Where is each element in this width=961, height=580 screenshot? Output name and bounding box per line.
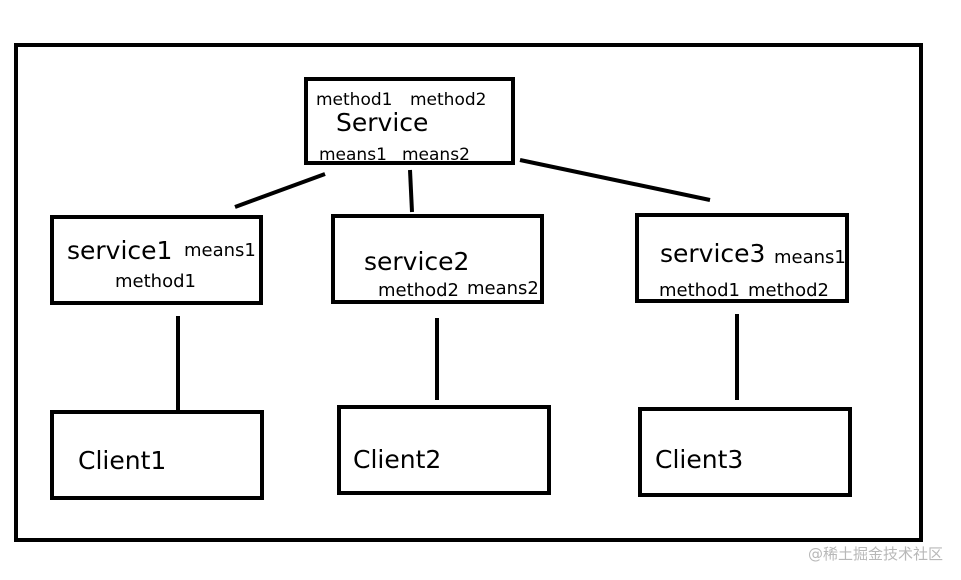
service2-method2-label: method2: [378, 280, 459, 301]
service-box: [304, 77, 515, 165]
client2-label: Client2: [353, 445, 442, 474]
service3-title: service3: [660, 239, 766, 268]
service2-title: service2: [364, 247, 470, 276]
service3-box: [635, 213, 849, 303]
service2-box: [331, 214, 544, 304]
service-title: Service: [336, 108, 429, 137]
outer-frame: [14, 43, 923, 542]
service1-box: [50, 215, 263, 305]
client3-box: [638, 407, 852, 497]
connector-service-to-service2: [408, 169, 414, 213]
connector-service-to-service1: [234, 172, 326, 209]
service3-method1-label: method1: [659, 280, 740, 301]
service3-means1-label: means1: [774, 247, 846, 268]
service3-method2-label: method2: [748, 280, 829, 301]
service1-title: service1: [67, 236, 173, 265]
client1-label: Client1: [78, 446, 167, 475]
service1-means1-label: means1: [184, 240, 256, 261]
watermark-text: @稀土掘金技术社区: [807, 545, 943, 563]
client3-label: Client3: [655, 445, 744, 474]
connector-service-to-service3: [519, 158, 711, 202]
client2-box: [337, 405, 551, 495]
service-means1-label: means1: [319, 145, 387, 165]
service1-method1-label: method1: [115, 271, 196, 292]
client1-box: [50, 410, 264, 500]
service-method1-label: method1: [316, 90, 393, 110]
service-means2-label: means2: [402, 145, 470, 165]
service2-means2-label: means2: [467, 278, 539, 299]
service-method2-label: method2: [410, 90, 487, 110]
